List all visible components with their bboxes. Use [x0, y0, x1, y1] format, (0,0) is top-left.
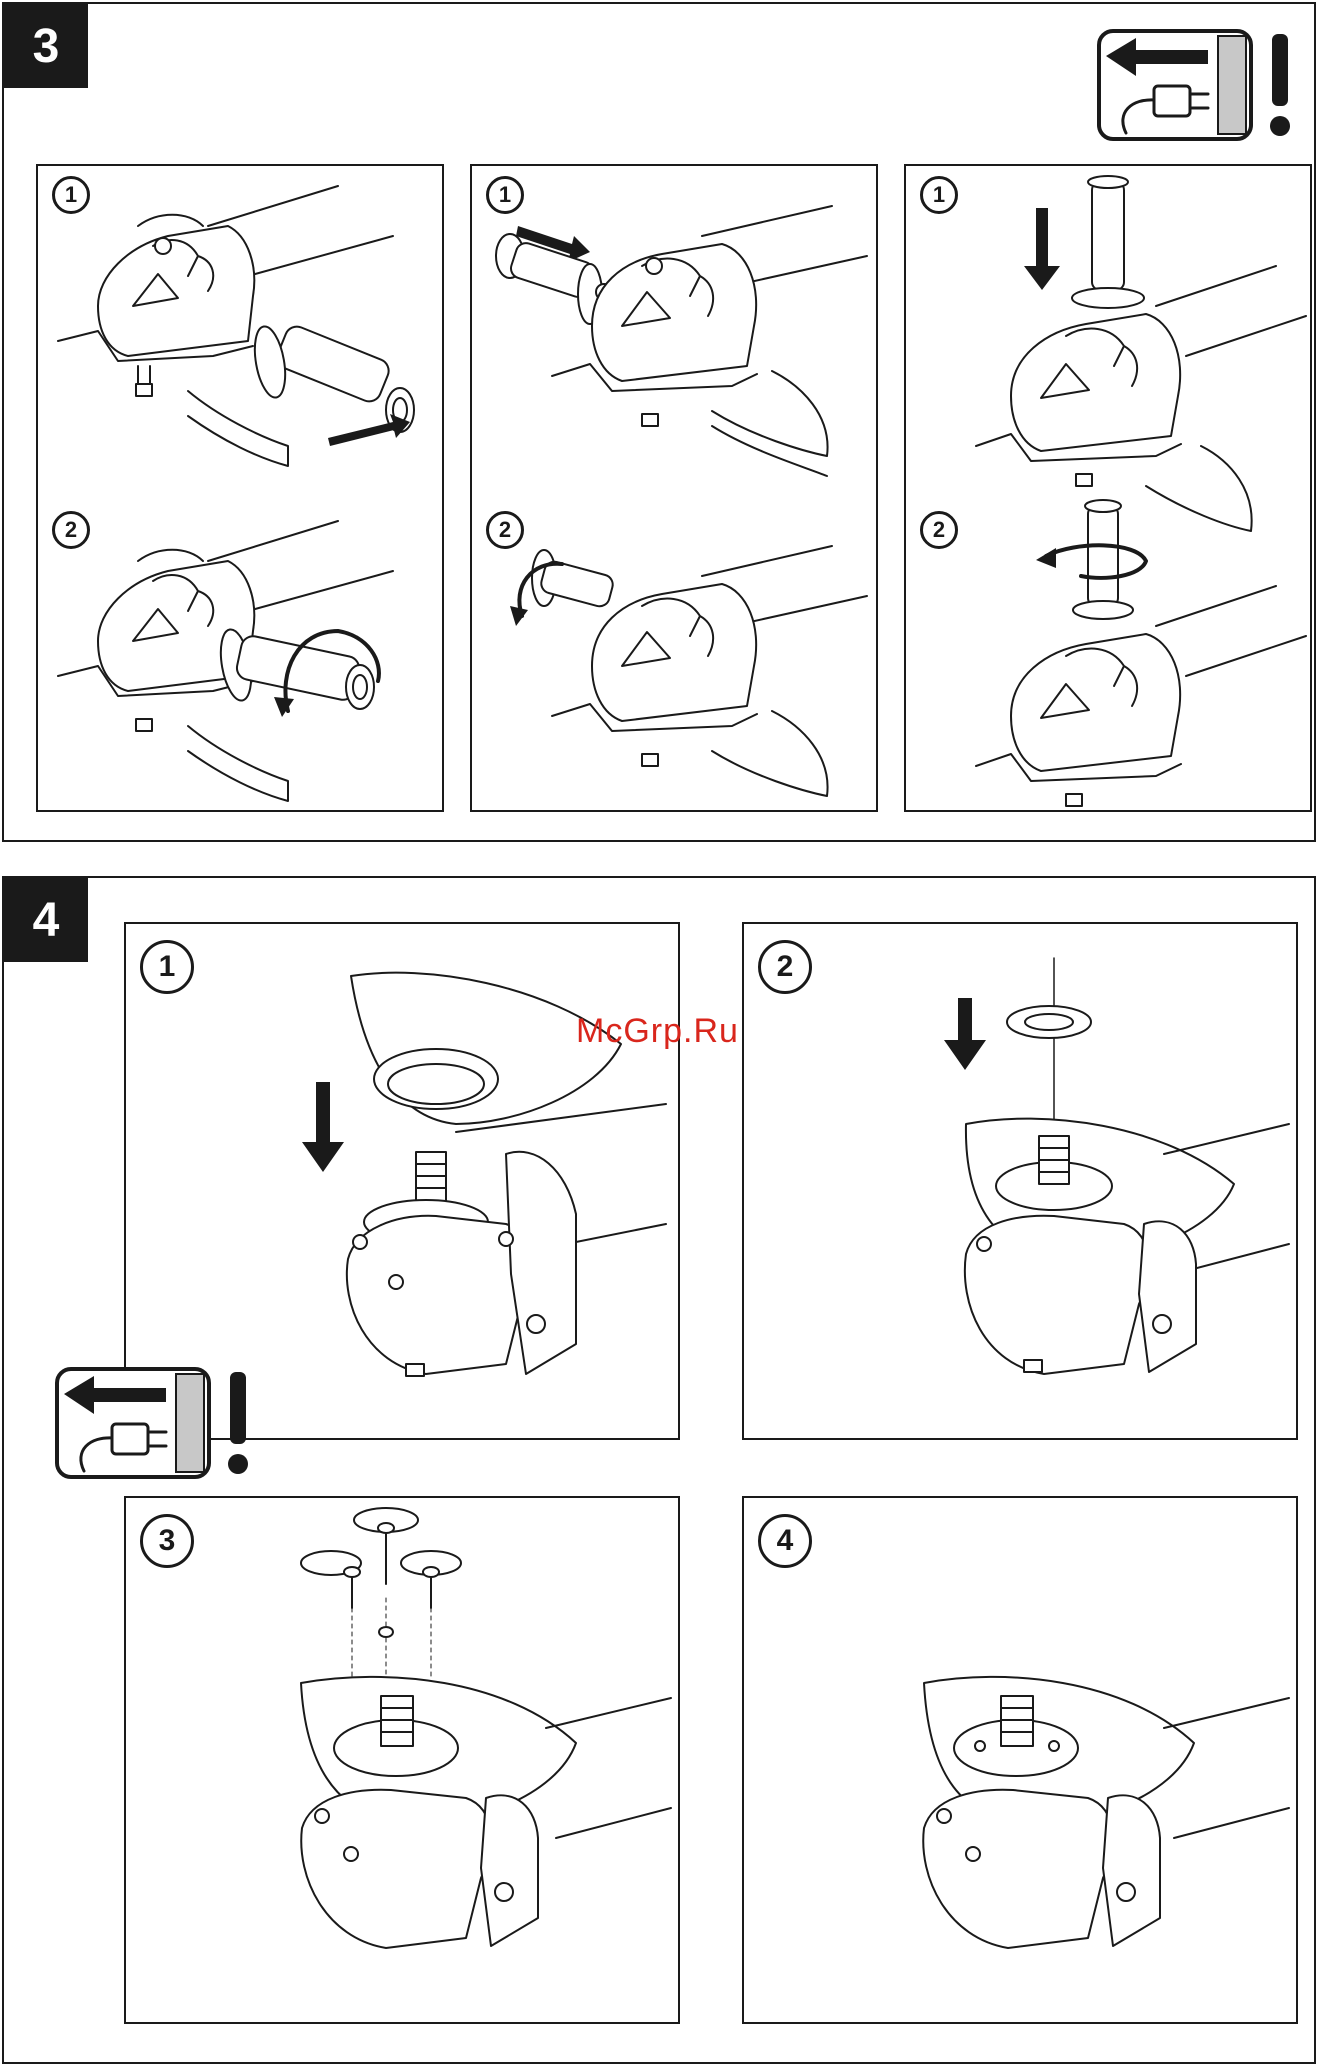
panel-3-3: 1 2 [904, 164, 1312, 812]
section-number: 4 [4, 878, 88, 962]
section-4: 4 1 2 [2, 876, 1316, 2064]
grinder-illustration [38, 166, 446, 814]
guard-placement-illustration [126, 924, 682, 1442]
grinder-illustration [906, 166, 1314, 814]
guard-flange-illustration [744, 924, 1300, 1442]
panel-3-2: 1 2 [470, 164, 878, 812]
panel-4-4: 4 [742, 1496, 1298, 2024]
guard-mounted-illustration [744, 1498, 1300, 2026]
panel-4-1: 1 [124, 922, 680, 1440]
watermark: McGrp.Ru [576, 1012, 739, 1051]
panel-4-3: 3 [124, 1496, 680, 2024]
unplug-warning-icon [54, 1366, 264, 1482]
section-number: 3 [4, 4, 88, 88]
grinder-illustration [472, 166, 880, 814]
guard-screws-illustration [126, 1498, 682, 2026]
panel-4-2: 2 [742, 922, 1298, 1440]
panel-3-1: 1 2 [36, 164, 444, 812]
unplug-warning-icon [1096, 28, 1306, 144]
section-3: 3 1 2 [2, 2, 1316, 842]
